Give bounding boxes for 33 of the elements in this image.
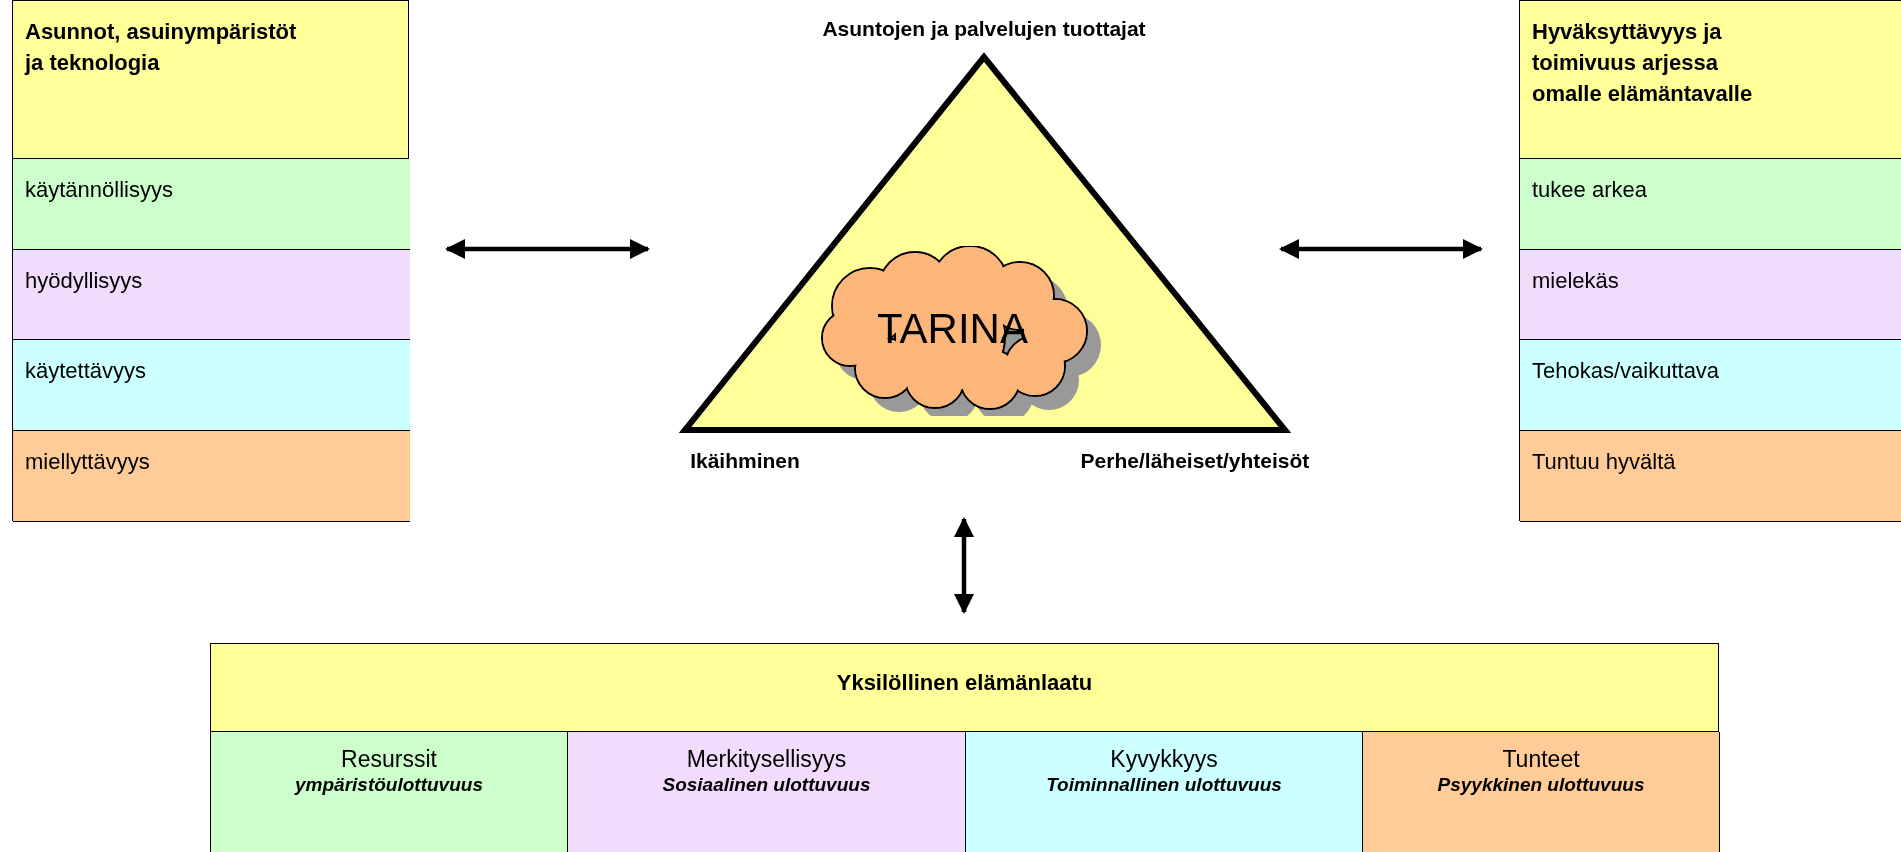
corner-label: Ikäihminen	[689, 448, 801, 474]
quality-panel	[210, 643, 1719, 852]
criterion-row: miellyttävyys	[13, 431, 410, 522]
dimension-cell	[211, 732, 568, 852]
corner-label: Perhe/läheiset/yhteisöt	[1079, 448, 1311, 474]
criterion-row: Tehokas/vaikuttava	[1520, 340, 1901, 431]
dimension-cell	[966, 732, 1363, 852]
apex-label: Asuntojen ja palvelujen tuottajat	[821, 16, 1147, 42]
panel-heading: Hyväksyttävyys ja toimivuus arjessa omalle elämäntavalle	[1520, 1, 1901, 159]
category-panel	[1519, 0, 1901, 521]
criterion-row: käytettävyys	[13, 340, 410, 431]
double-arrow	[953, 517, 975, 615]
dimension-cell	[568, 732, 966, 852]
category-panel	[12, 0, 409, 521]
criterion-row: hyödyllisyys	[13, 250, 410, 340]
cloud-label: TARINA	[876, 304, 1029, 354]
dimension-cell	[1363, 732, 1720, 852]
criterion-row: mielekäs	[1520, 250, 1901, 340]
panel-heading: Asunnot, asuinympäristöt ja teknologia	[13, 1, 408, 159]
dimension-name: Resurssit	[340, 746, 438, 774]
criterion-row: tukee arkea	[1520, 159, 1901, 250]
criterion-row: Tuntuu hyvältä	[1520, 431, 1901, 522]
dimension-name: Kyvykkyys	[1109, 746, 1219, 774]
double-arrow	[445, 238, 651, 260]
dimension-name: Merkitysellisyys	[685, 746, 848, 774]
dimension-subtitle: ympäristöulottuvuus	[293, 773, 484, 797]
dimension-subtitle: Psyykkinen ulottuvuus	[1436, 773, 1646, 797]
double-arrow	[1278, 238, 1484, 260]
criterion-row: käytännöllisyys	[13, 159, 410, 250]
dimension-name: Tunteet	[1501, 746, 1581, 774]
panel-heading: Yksilöllinen elämänlaatu	[211, 644, 1718, 732]
dimension-subtitle: Sosiaalinen ulottuvuus	[661, 773, 872, 797]
dimension-subtitle: Toiminnallinen ulottuvuus	[1045, 773, 1283, 797]
